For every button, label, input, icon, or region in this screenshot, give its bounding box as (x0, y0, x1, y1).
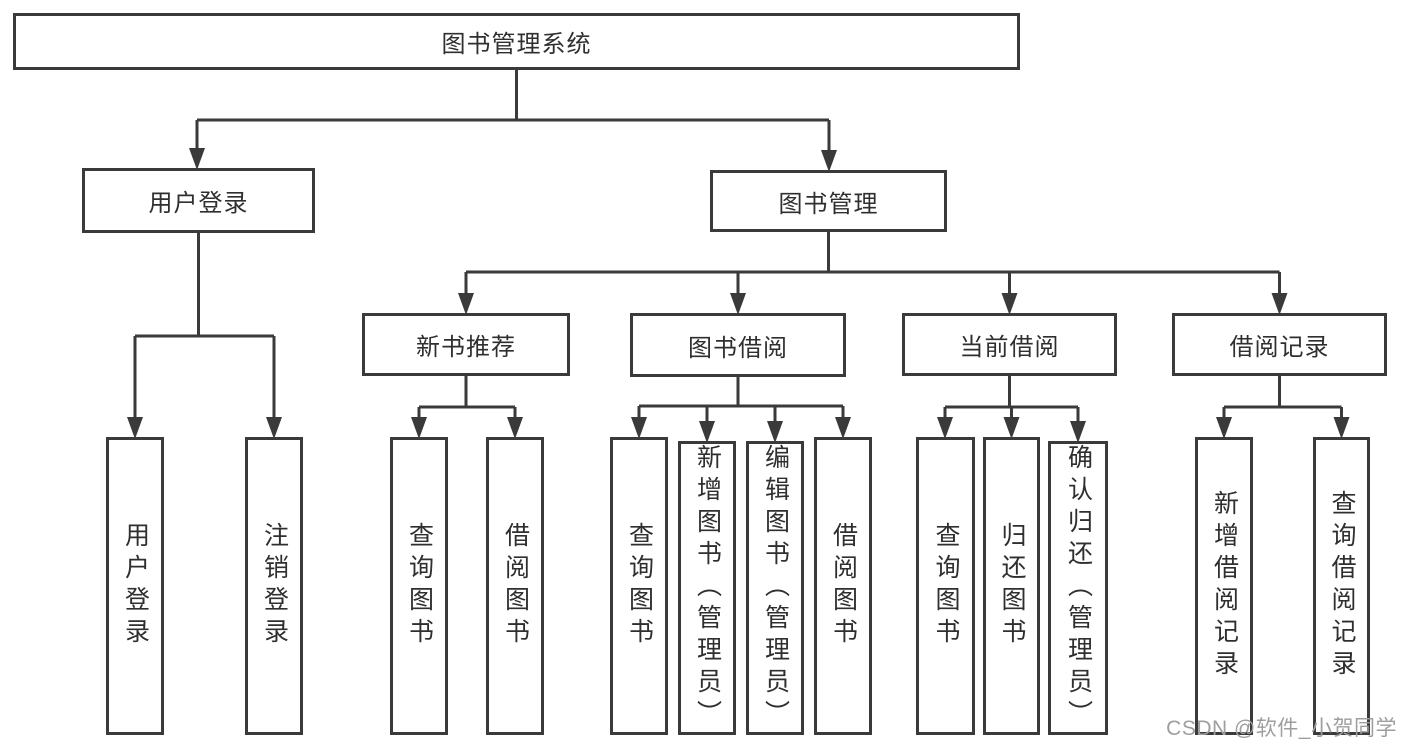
leaf-current-confirm-return-admin: 确认归还（管理员） (1048, 441, 1108, 735)
node-label: 新书推荐 (416, 334, 516, 361)
node-label: 查询借阅记录 (1328, 490, 1356, 682)
node-label: 借阅记录 (1229, 334, 1330, 361)
leaf-recommend-query-books: 查询图书 (390, 437, 448, 735)
node-label: 当前借阅 (959, 334, 1060, 361)
node-label: 借阅图书 (501, 522, 530, 650)
node-label: 用户登录 (148, 190, 249, 217)
node-borrow-records: 借阅记录 (1172, 313, 1387, 376)
node-label: 借阅图书 (829, 522, 858, 650)
leaf-recommend-borrow-books: 借阅图书 (486, 437, 544, 735)
node-label: 归还图书 (998, 522, 1026, 650)
node-label: 新增借阅记录 (1210, 490, 1239, 682)
node-label: 查询图书 (405, 522, 434, 650)
leaf-logout: 注销登录 (245, 437, 303, 735)
node-label: 新增图书（管理员） (693, 444, 722, 732)
node-label: 确认归还（管理员） (1064, 444, 1093, 732)
node-label: 图书借阅 (688, 334, 788, 362)
node-new-book-recommend: 新书推荐 (362, 313, 570, 376)
leaf-borrow-borrow-books: 借阅图书 (814, 437, 872, 735)
csdn-watermark: CSDN @软件_小贺同学 (1166, 717, 1397, 740)
leaf-borrow-edit-books-admin: 编辑图书（管理员） (746, 441, 804, 735)
leaf-borrow-add-books-admin: 新增图书（管理员） (678, 441, 736, 735)
leaf-current-query-books: 查询图书 (916, 437, 975, 735)
leaf-current-return-books: 归还图书 (983, 437, 1040, 735)
node-label: 编辑图书（管理员） (761, 444, 790, 732)
node-label: 查询图书 (625, 522, 654, 650)
node-root: 图书管理系统 (13, 13, 1020, 70)
node-book-management: 图书管理 (710, 170, 947, 232)
leaf-borrow-query-books: 查询图书 (610, 437, 668, 735)
node-book-borrow: 图书借阅 (630, 313, 846, 377)
leaf-records-query-record: 查询借阅记录 (1313, 437, 1370, 735)
node-label: 图书管理系统 (441, 31, 592, 58)
leaf-records-add-record: 新增借阅记录 (1195, 437, 1253, 735)
leaf-user-login: 用户登录 (106, 437, 164, 735)
node-label: 图书管理 (778, 190, 879, 218)
node-current-borrow: 当前借阅 (902, 313, 1117, 376)
node-label: 查询图书 (932, 522, 960, 650)
node-user-login: 用户登录 (82, 168, 315, 233)
node-label: 注销登录 (260, 522, 289, 650)
node-label: 用户登录 (121, 522, 150, 650)
